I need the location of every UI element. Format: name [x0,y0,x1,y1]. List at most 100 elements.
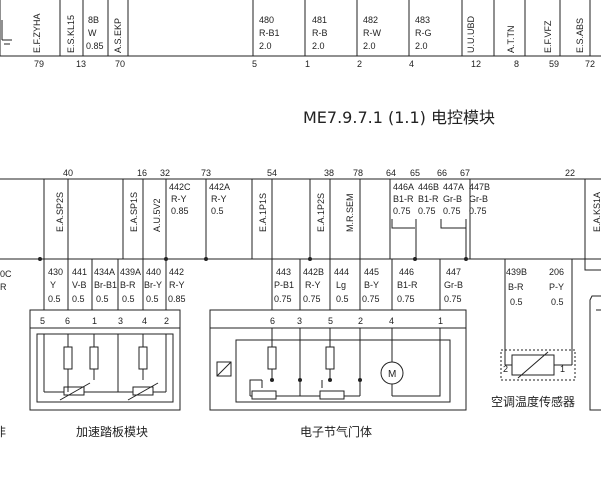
svg-text:0.85: 0.85 [171,206,189,216]
svg-text:0.75: 0.75 [444,294,462,304]
svg-text:R-Y: R-Y [211,194,227,204]
pedal-module-label: 加速踏板模块 [76,425,148,439]
svg-text:B-Y: B-Y [364,280,379,290]
svg-text:8B: 8B [88,15,99,25]
svg-text:483: 483 [415,15,430,25]
wire-label: 447B Gr-B 0.75 [469,182,490,216]
svg-text:Lg: Lg [336,280,346,290]
top-vlabel: E.S.KL15 [66,15,76,53]
wire-label: 446A B1-R 0.75 [393,182,414,216]
svg-text:434A: 434A [94,267,115,277]
svg-text:0.75: 0.75 [274,294,292,304]
top-wire-labels: 8B W 0.85 480 R-B1 2.0 481 R-B 2.0 482 R… [86,15,432,51]
svg-text:443: 443 [276,267,291,277]
top-connector-strip [0,0,601,57]
svg-text:V-B: V-B [72,280,87,290]
wire-label: 442A R-Y 0.5 [209,182,230,216]
pin-number: 54 [267,168,277,178]
svg-text:R-B1: R-B1 [259,28,280,38]
svg-text:442C: 442C [169,182,191,192]
svg-text:Gr-B: Gr-B [444,280,463,290]
ecu-vertical-labels: E.A.SP2S E.A.SP1S A.U.5V2 E.A.1P1S E.A.1… [55,192,601,232]
svg-text:B1-R: B1-R [397,280,418,290]
pin-number: 6 [65,316,70,326]
wire-label: 481 R-B 2.0 [312,15,328,51]
top-vlabel: E.F.VFZ [543,20,553,53]
pin-number: 32 [160,168,170,178]
top-vertical-labels: E.F.ZYHA E.S.KL15 A.S.EKP U.U.UBD A.T.TN… [32,13,585,53]
svg-text:R-Y: R-Y [169,280,185,290]
svg-text:447: 447 [446,267,461,277]
pedal-pins: 5 6 1 3 4 2 [40,316,169,326]
svg-text:P-B1: P-B1 [274,280,294,290]
svg-text:Y: Y [50,280,56,290]
pin-number: 3 [118,316,123,326]
wire-label: 8B W 0.85 [86,15,104,51]
svg-text:B-R: B-R [508,282,524,292]
pedal-module: 5 6 1 3 4 2 [29,309,181,439]
pin-number: 4 [142,316,147,326]
svg-text:P-Y: P-Y [549,282,564,292]
svg-text:441: 441 [72,267,87,277]
svg-text:B1-R: B1-R [393,194,414,204]
svg-text:0C: 0C [0,269,12,279]
top-vlabel: A.T.TN [506,25,516,53]
ecu-vlabel: A.U.5V2 [152,198,162,232]
pin-number: 13 [76,59,86,69]
pin-number: 66 [437,168,447,178]
svg-text:Br-Y: Br-Y [144,280,162,290]
pin-number: 2 [164,316,169,326]
pin-number: 38 [324,168,334,178]
ecu-strip [0,178,601,260]
svg-text:Gr-B: Gr-B [469,194,488,204]
svg-text:442A: 442A [209,182,230,192]
ecu-vlabel: E.A.1P2S [316,193,326,232]
upper-wire-labels: 442C R-Y 0.85 442A R-Y 0.5 446A B1-R 0.7… [169,182,490,216]
pin-number: 4 [409,59,414,69]
svg-text:0.75: 0.75 [469,206,487,216]
svg-text:0.5: 0.5 [336,294,349,304]
svg-text:439B: 439B [506,267,527,277]
wire-label: 483 R-G 2.0 [415,15,432,51]
pin-number: 1 [560,364,565,374]
svg-text:0.5: 0.5 [211,206,224,216]
pin-number: 65 [410,168,420,178]
pin-number: 6 [270,316,275,326]
pin-number: 22 [565,168,575,178]
svg-text:442B: 442B [303,267,324,277]
svg-text:0.85: 0.85 [168,294,186,304]
svg-text:442: 442 [169,267,184,277]
top-vlabel: U.U.UBD [466,15,476,53]
wire-label: 480 R-B1 2.0 [259,15,280,51]
svg-text:R-W: R-W [363,28,381,38]
pin-number: 70 [115,59,125,69]
svg-text:0.75: 0.75 [443,206,461,216]
svg-text:447B: 447B [469,182,490,192]
pin-number: 72 [585,59,595,69]
svg-text:0.75: 0.75 [393,206,411,216]
ecu-vlabel: M.R.SEM [345,193,355,232]
pin-number: 2 [357,59,362,69]
svg-text:W: W [88,28,97,38]
svg-text:206: 206 [549,267,564,277]
svg-text:R-G: R-G [415,28,432,38]
ecu-pin-numbers: 40 16 32 73 54 38 78 64 65 66 67 22 [63,168,575,178]
pin-number: 79 [34,59,44,69]
pin-number: 3 [297,316,302,326]
svg-text:2.0: 2.0 [415,41,428,51]
svg-text:R-Y: R-Y [171,194,187,204]
svg-text:440: 440 [146,267,161,277]
svg-text:444: 444 [334,267,349,277]
pin-number: 67 [460,168,470,178]
svg-text:0.75: 0.75 [303,294,321,304]
svg-text:0.5: 0.5 [48,294,61,304]
svg-text:0.5: 0.5 [146,294,159,304]
pin-number: 2 [503,364,508,374]
